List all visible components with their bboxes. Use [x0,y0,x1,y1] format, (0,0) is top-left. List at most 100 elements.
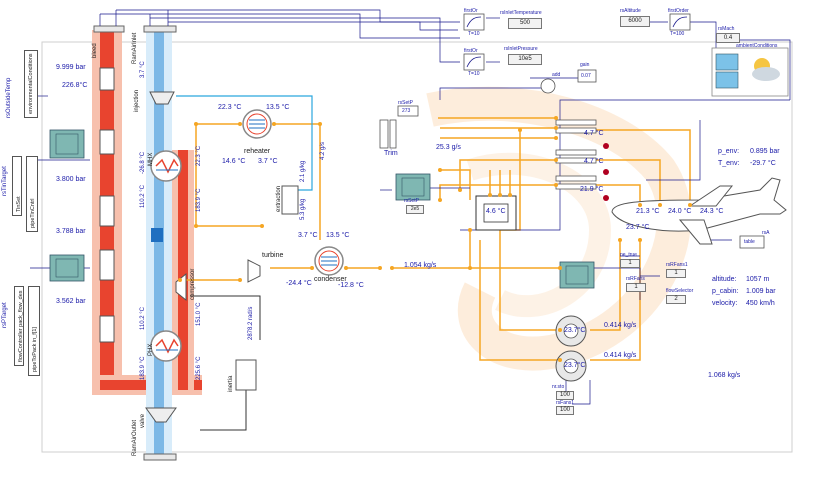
model-frame [41,41,793,453]
pack-controller-lower[interactable] [49,254,85,282]
mixer-inner [483,203,509,223]
temp-zone3: 21.9 °C [580,186,604,193]
junction-dot [554,126,558,130]
tin-set-block[interactable]: TinSet [12,156,22,216]
valve-label: valve [140,413,146,428]
mdot-main: 1.054 kg/s [404,262,437,269]
pressure-p2: 3.800 bar [56,176,86,183]
shaft-line [190,295,261,340]
junction-dot [658,203,662,207]
reheater-label: reheater [244,148,271,155]
p-env-label: p_env: [718,148,740,155]
outside-temp-block[interactable]: environmentalConditions [24,50,38,118]
nrpm-box[interactable]: 100 [556,391,574,400]
fans-label: rsRFans1 [666,262,688,268]
ambient-conditions-block[interactable] [711,47,789,97]
temp-cabin3: 24.3 °C [700,208,724,215]
mach-box[interactable]: 0.4 [716,33,740,43]
fans-box[interactable]: 1 [666,269,686,278]
junction-dot [638,238,642,242]
temp-mix: 4.6 °C [486,208,506,215]
junction-dot [390,266,394,270]
turbine-label: turbine [262,252,284,259]
mixer-block[interactable] [475,195,517,231]
t-env-value: -29.7 °C [750,160,776,167]
p-env-value: 0.895 bar [750,148,780,155]
pipe-to-pack-block[interactable]: pipeToPack in_f[1] [28,286,40,376]
mdot-fan1: 0.414 kg/s [604,322,637,329]
set-p2-box[interactable]: 2e5 [406,205,424,214]
first-order-blocks[interactable] [463,13,691,71]
tin-cntrl-block[interactable]: pipeTinCntrl [26,156,38,232]
nrpm-value: 100 [559,392,570,398]
tin-set-text: TinSet [16,196,22,212]
junction-dot [554,136,558,140]
fans3-box[interactable]: 100 [556,406,574,415]
trim-label: Trim [384,150,398,157]
first-order2-label: firstOr [464,48,478,54]
junction-dot [558,358,562,362]
fans2-box[interactable]: 1 [626,283,646,292]
junction-dot [554,183,558,187]
turbine[interactable] [247,259,261,283]
temp-reheater-side: 14.6 °C [222,158,246,165]
junction-dot [554,158,558,162]
ram-valve[interactable] [145,407,177,423]
ne-true-box[interactable]: 1 [620,259,640,268]
aircraft-icon [611,177,787,245]
injection-nozzle[interactable] [149,91,175,105]
extraction-label: extraction [276,185,282,212]
first-order1-t: T=10 [468,31,480,37]
junction-dot [488,193,492,197]
junction-dot [238,122,242,126]
junction-dot [178,278,182,282]
pack-controller-upper[interactable] [49,129,85,159]
trim-valves[interactable] [379,119,397,149]
trim-controller[interactable] [395,173,431,201]
add-label: add [552,72,561,78]
first-order-curves [466,16,688,68]
trim-gauge[interactable] [397,105,419,117]
set-p2-label: rsSetP [404,198,420,204]
flow-selector-box[interactable]: 2 [666,295,686,304]
junction-dot [344,266,348,270]
cabin-fan-1[interactable] [555,315,587,347]
cabin-fan-2[interactable] [555,350,587,382]
add-block[interactable] [540,78,556,94]
inlet-temp-box[interactable]: 500 [508,18,542,29]
junction-dot [194,122,198,126]
inlet-temp-label: rsInletTemperature [500,10,542,16]
temp-110-top: 110.2 °C [140,185,146,208]
mhx-heat-exchanger[interactable] [150,150,182,182]
ram-table-block[interactable] [739,235,765,249]
ram-label: rsA [762,230,770,236]
inertia-block[interactable] [235,359,257,391]
temp-cabin2: 24.0 °C [668,208,692,215]
junction-dot [468,228,472,232]
temp-3-7: 3.7 °C [140,61,146,78]
flow-controller-block[interactable]: flowController pack_flow_des [14,286,24,366]
fan-controller[interactable] [559,261,595,289]
inlet-press-box[interactable]: 10e5 [508,54,542,65]
altitude-input-box[interactable]: 6000 [620,16,650,27]
water-line [176,95,313,191]
temp-reheater-out: 13.5 °C [266,104,290,111]
water-extraction[interactable] [281,185,299,215]
temp-183-top: 183.9 °C [196,188,202,212]
gain-value: 0.07 [581,73,591,79]
phx-heat-exchanger[interactable] [150,330,182,362]
outside-temp-block-text: environmentalConditions [28,53,34,114]
duct-headers [93,25,177,461]
reheater[interactable] [242,109,272,139]
junction-dot [318,122,322,126]
outside-temp-label: rsOutsideTemp [6,77,12,118]
gain-block[interactable] [577,69,597,83]
condenser[interactable] [314,246,344,276]
junction-dot [458,188,462,192]
junction-dot [518,128,522,132]
tin-target-label: rsTinTarget [2,166,8,196]
junction-dot [438,168,442,172]
p-cabin-value: 1.009 bar [746,288,776,295]
